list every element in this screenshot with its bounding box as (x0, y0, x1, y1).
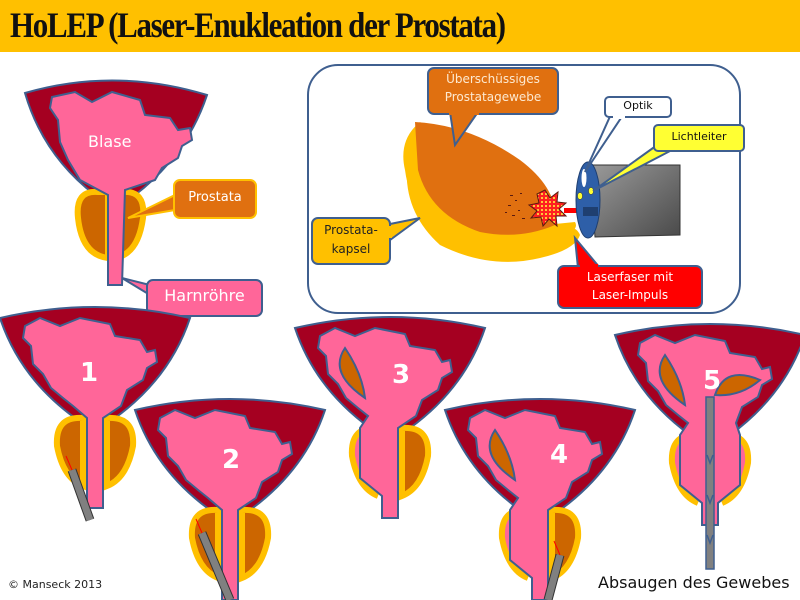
urethra-callout (121, 277, 263, 317)
laser-fiber-1 (65, 455, 73, 471)
suction-arrow-icon (706, 454, 714, 466)
laser-beam (564, 208, 586, 213)
step-number-5: 5 (703, 366, 722, 396)
bladder-lumen (156, 408, 294, 600)
bladder-lumen (636, 333, 774, 526)
prostate-label: Prostata (188, 190, 242, 205)
suction-tube (705, 396, 715, 570)
bladder-lumen (316, 326, 454, 519)
instrument-shaft-4 (544, 554, 564, 600)
capsule-callout (311, 217, 421, 265)
title-band: HoLEP (Laser-Enukleation der Prostata) (0, 0, 800, 52)
light-guide-label: Lichtleiter (671, 130, 727, 143)
bladder-lumen (48, 90, 194, 286)
step-number-3: 3 (392, 360, 411, 390)
detail-inset (307, 64, 745, 314)
laser-fiber-2 (195, 518, 203, 534)
bladder-lumen (21, 316, 159, 509)
step-number-4: 4 (550, 440, 569, 470)
optics-callout (584, 96, 672, 173)
step-number-2: 2 (222, 445, 241, 475)
overview-anatomy (23, 79, 209, 286)
instrument-shaft-2 (198, 531, 234, 600)
enucleated-lobe-left (488, 428, 517, 483)
prostate-lobe-right (399, 424, 432, 501)
prostate-lobe-right (104, 414, 137, 491)
enucleated-lobe-right (713, 374, 762, 397)
steps-layer (0, 306, 800, 600)
laser-fiber-label-line2: Laser-Impuls (591, 288, 669, 302)
bladder-label: Blase (88, 132, 132, 151)
laser-burst-icon (527, 189, 568, 228)
prostate-callout (127, 179, 257, 219)
prostate-lobe-right (239, 506, 272, 583)
endoscope-icon (575, 161, 681, 239)
step-diagram-5 (613, 323, 800, 526)
step-diagram-3 (293, 316, 487, 519)
step-diagram-4 (443, 398, 637, 600)
page-title: HoLEP (Laser-Enukleation der Prostata) (10, 5, 506, 45)
suction-caption: Absaugen des Gewebes (598, 573, 790, 592)
enucleated-lobe-left (658, 353, 687, 408)
capsule-label-line1: Prostata- (324, 223, 378, 237)
step-diagram-2 (133, 398, 327, 600)
laser-fiber-label-line1: Laserfaser mit (586, 270, 674, 284)
enucleated-lobe-left (338, 346, 367, 401)
instrument-shaft-1 (68, 468, 94, 522)
excess-tissue-label-line2: Prostatagewebe (444, 90, 542, 104)
copyright: © Manseck 2013 (8, 578, 103, 591)
excess-prostate-tissue (415, 122, 556, 235)
tissue-debris (505, 193, 525, 219)
step-number-1: 1 (80, 358, 99, 388)
suction-arrow-icon (706, 534, 714, 546)
laser-fiber-4 (553, 540, 561, 556)
laser-fiber-callout (557, 234, 703, 309)
optics-label: Optik (623, 99, 653, 112)
excess-tissue-callout (427, 67, 559, 148)
capsule-label-line2: kapsel (331, 242, 371, 256)
bladder-lumen (466, 408, 604, 600)
light-guide-callout (592, 124, 745, 192)
urethra-label: Harnröhre (164, 286, 245, 305)
suction-arrow-icon (706, 494, 714, 506)
excess-tissue-label-line1: Überschüssiges (446, 72, 540, 86)
